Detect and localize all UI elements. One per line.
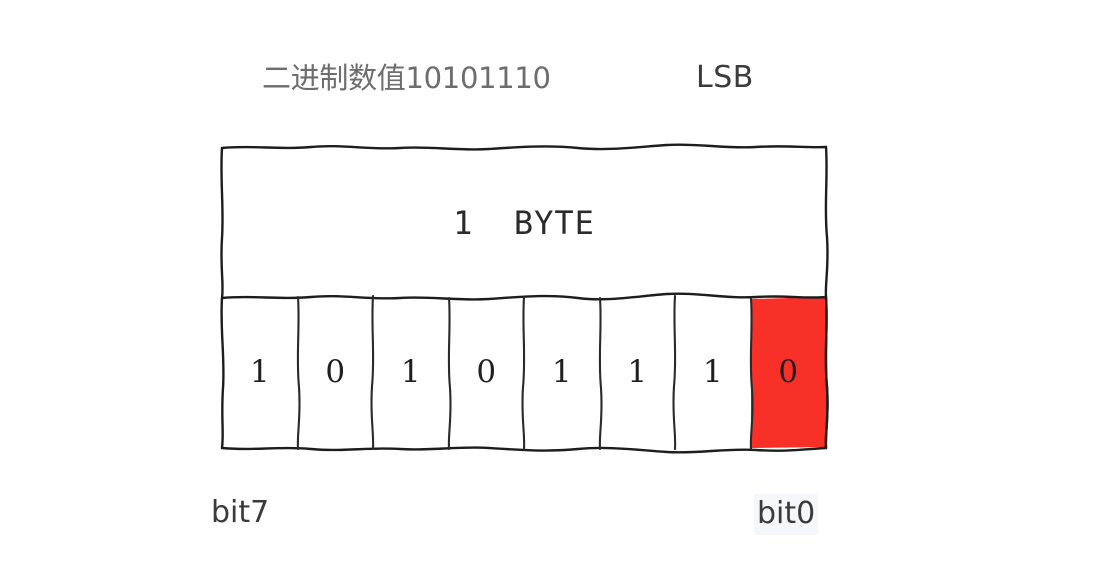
bit-cell-4[interactable]: 0 [476,353,497,390]
bit0-axis-label: bit0 [754,494,819,535]
bit-cell-6[interactable]: 0 [325,353,346,390]
lsb-label: LSB [696,60,754,95]
bit-cell-3[interactable]: 1 [551,353,572,390]
bit-row: 1 0 1 0 1 1 1 0 [222,298,826,448]
bit-cell-5[interactable]: 1 [400,353,421,390]
bit-row-bottom-edge [220,446,828,454]
byte-box-right-edge [824,145,829,450]
bit-cell-1[interactable]: 1 [702,353,723,390]
bit7-axis-label: bit7 [211,495,270,530]
bit-cell-7[interactable]: 1 [249,353,270,390]
bit0-cell-right-edge [824,295,829,450]
byte-caption: 1 BYTE [453,203,595,242]
bit-cell-2[interactable]: 1 [627,353,648,390]
binary-value-label: 二进制数值10101110 [262,61,551,95]
bit-cell-0[interactable]: 0 [778,353,799,390]
